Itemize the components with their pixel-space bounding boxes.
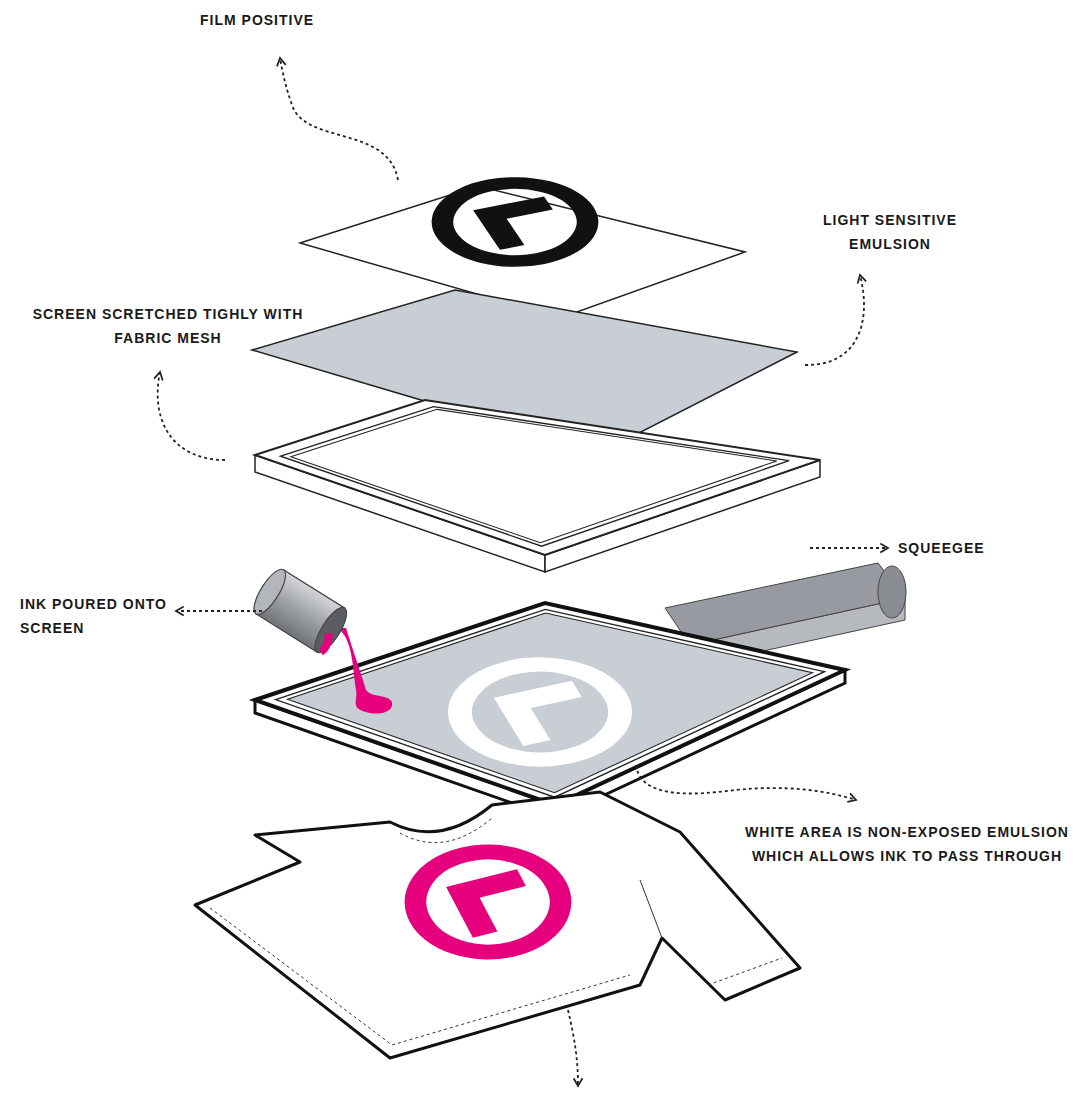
leader-line xyxy=(636,765,856,800)
leader-line xyxy=(280,58,398,180)
sleeve-hem xyxy=(708,958,782,985)
frame-top xyxy=(255,603,845,805)
t-shirt xyxy=(195,792,800,1058)
leader-line xyxy=(176,610,262,612)
leader-line xyxy=(805,275,864,365)
screen-frame xyxy=(255,400,820,572)
callout-label: SQUEEGEE xyxy=(898,536,1038,560)
ink-lip xyxy=(318,633,332,652)
frame-top xyxy=(255,400,820,555)
sleeve-seam xyxy=(640,880,662,938)
film-logo xyxy=(422,172,608,272)
squeegee-top xyxy=(665,563,905,645)
mesh-emulsion xyxy=(287,613,812,793)
can-opening xyxy=(309,603,352,657)
callout-label: WHITE AREA IS NON-EXPOSED EMULSION WHICH… xyxy=(742,820,1072,868)
print-frame xyxy=(255,603,845,818)
stencil-logo xyxy=(437,651,642,773)
shirt-outline xyxy=(195,792,800,1058)
frame-inner xyxy=(281,407,790,547)
callout-label: FILM POSITIVE xyxy=(200,8,420,32)
ink-can xyxy=(248,565,392,713)
leader-line xyxy=(810,547,888,549)
leader-line xyxy=(568,1010,578,1086)
squeegee-handle xyxy=(878,566,906,618)
callout-label: SCREEN SCRETCHED TIGHLY WITH FABRIC MESH xyxy=(8,302,328,350)
ink-pour xyxy=(338,628,392,714)
leader-line xyxy=(158,372,225,460)
leader-lines xyxy=(158,58,888,1086)
frame-inner xyxy=(276,609,825,797)
printed-logo xyxy=(395,838,581,966)
callout-label: LIGHT SENSITIVE EMULSION xyxy=(790,208,990,256)
frame-opening xyxy=(291,409,777,542)
callout-label: INK POURED ONTO SCREEN xyxy=(20,592,170,640)
collar-stitch xyxy=(400,818,492,843)
